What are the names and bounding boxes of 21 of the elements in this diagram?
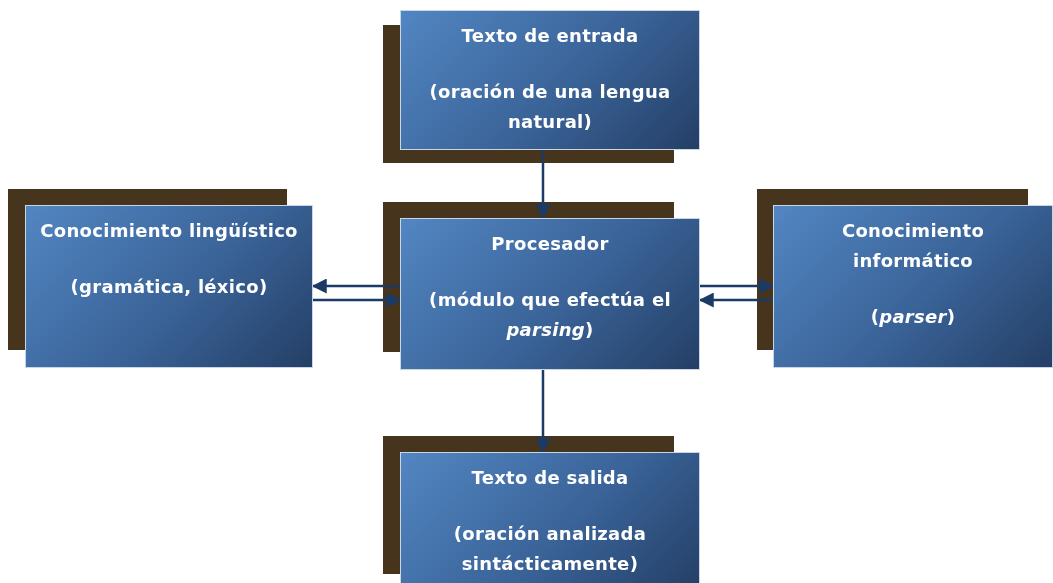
arrow: [535, 150, 551, 220]
box-description: (oración de una lengua natural): [428, 80, 672, 134]
arrow: [535, 370, 551, 454]
process-box: [400, 218, 700, 370]
process-box: [400, 452, 700, 583]
arrow: [698, 292, 773, 308]
box-heading: Procesador: [491, 232, 609, 256]
arrow: [700, 278, 775, 294]
box-heading: Texto de entrada: [461, 24, 639, 48]
arrow: [313, 292, 402, 308]
box-description: (módulo que efectúa el parsing): [428, 288, 672, 342]
box-heading: Conocimiento informático: [840, 219, 986, 273]
process-box: [400, 10, 700, 150]
box-heading: Conocimiento lingüístico: [40, 219, 298, 243]
process-box: [25, 205, 313, 368]
process-box: [773, 205, 1053, 368]
box-heading: Texto de salida: [471, 466, 629, 490]
arrow: [311, 278, 400, 294]
box-description: (oración analizada sintácticamente): [452, 522, 648, 576]
box-description: (parser): [870, 305, 956, 329]
box-description: (gramática, léxico): [70, 275, 268, 299]
